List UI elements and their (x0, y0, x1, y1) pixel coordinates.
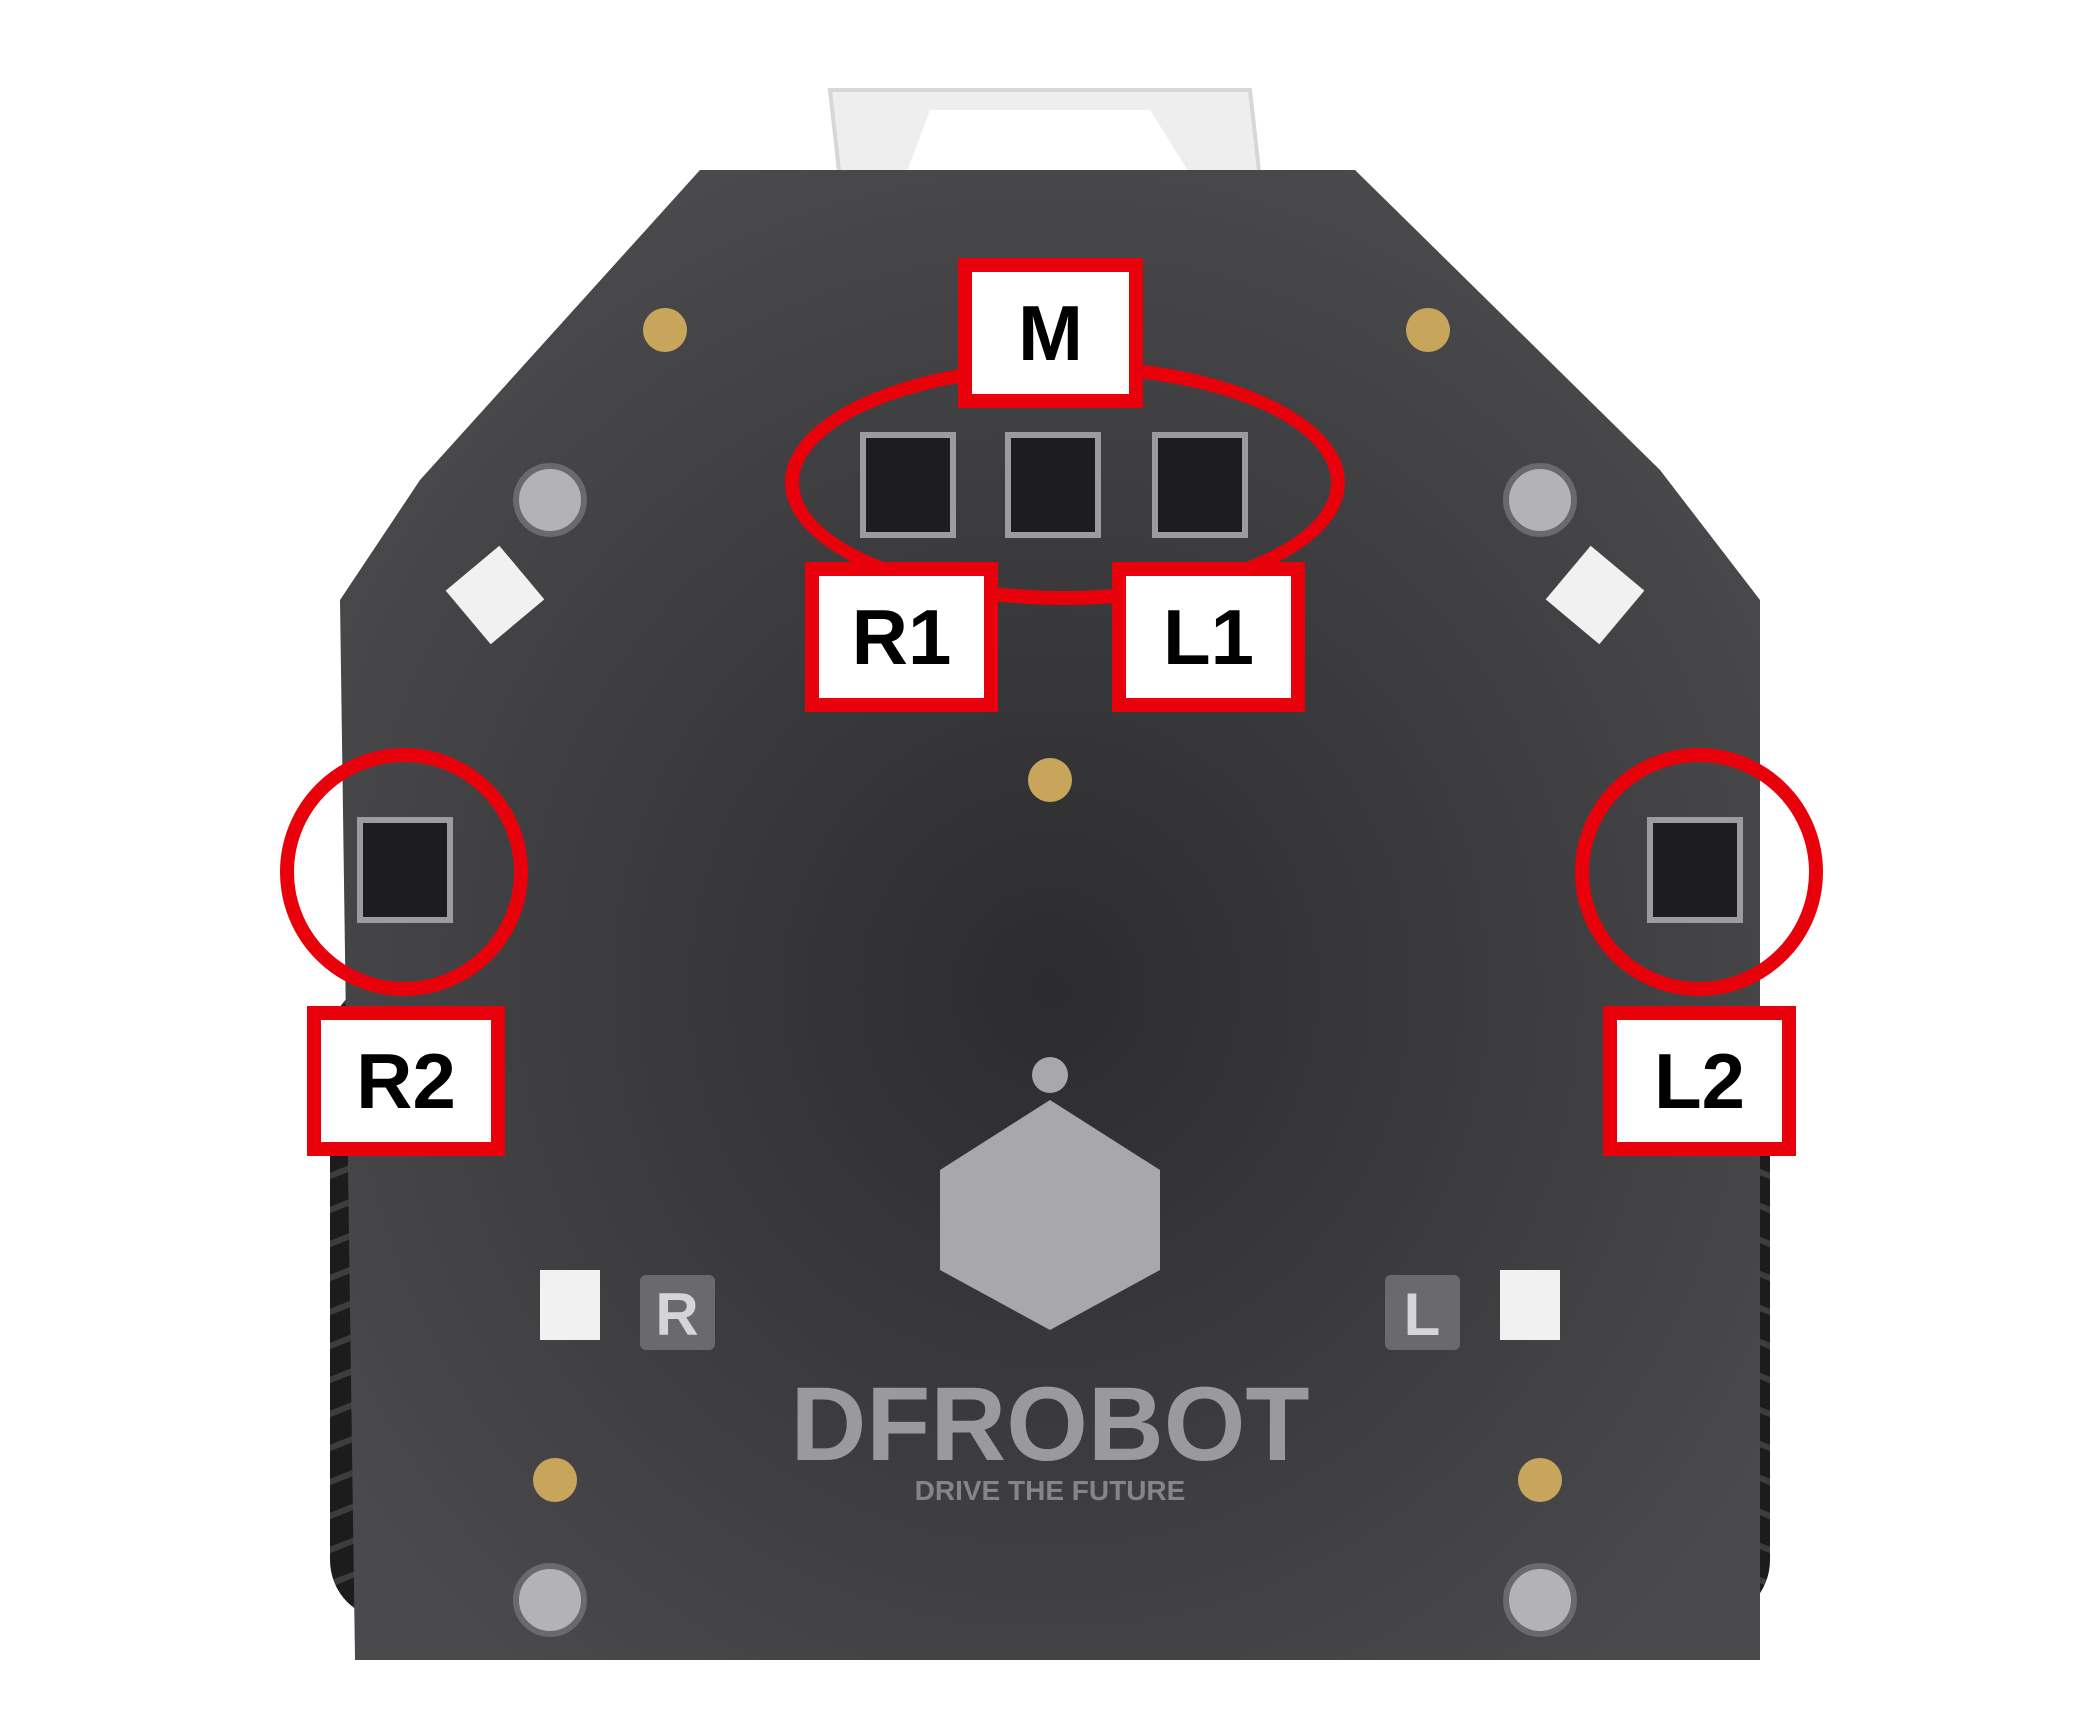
board-markers: R L (640, 1275, 1460, 1350)
l2-sensor-ring (1575, 748, 1823, 996)
label-r1: R1 (805, 562, 998, 712)
r2-sensor-ring (280, 748, 528, 996)
left-marker: L (1404, 1281, 1441, 1348)
right-marker: R (655, 1281, 698, 1348)
label-l1: L1 (1112, 562, 1305, 712)
label-l2: L2 (1603, 1006, 1796, 1156)
tagline-text: DRIVE THE FUTURE (915, 1475, 1186, 1506)
brand-text: DFROBOT (790, 1366, 1309, 1483)
label-r2: R2 (307, 1006, 505, 1156)
gold-vias (533, 308, 1562, 1502)
rgb-leds (445, 545, 1645, 1340)
dfrobot-logo (940, 1057, 1160, 1330)
label-m: M (958, 258, 1143, 408)
mounting-screws (513, 463, 1577, 1637)
